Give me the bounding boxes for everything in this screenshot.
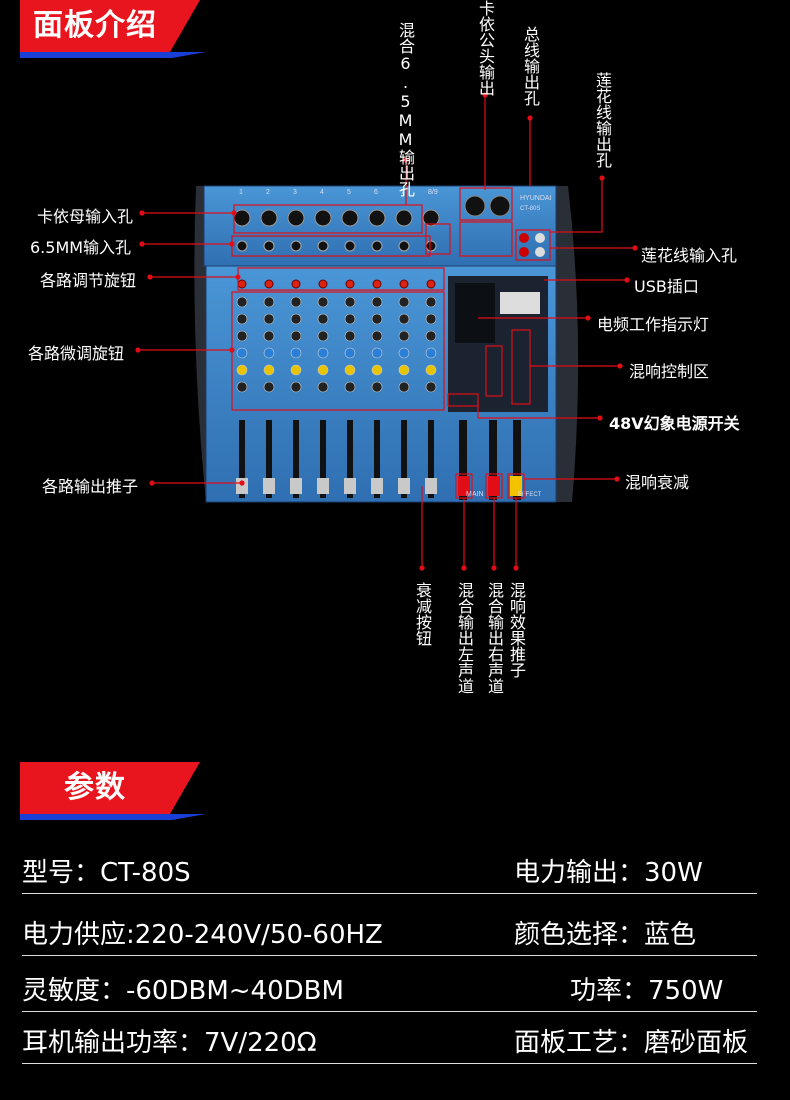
rca-out-white xyxy=(535,247,545,257)
channel-number: 1 xyxy=(239,189,243,196)
rca-out-red xyxy=(519,247,529,257)
callout-xlr-male-output: 卡依公头输出 xyxy=(476,0,495,96)
channel-number: 7 xyxy=(401,189,405,196)
rca-highlight xyxy=(515,229,551,261)
channel-number: 8/9 xyxy=(428,189,438,196)
rca-in-white xyxy=(535,233,545,243)
callout-usb: USB插口 xyxy=(634,277,699,296)
spec-power-output: 电力输出：30W xyxy=(514,858,703,888)
xlr-out-left xyxy=(464,195,486,217)
effect-fader xyxy=(510,476,522,496)
spec-power-supply: 电力供应:220-240V/50-60HZ xyxy=(22,920,383,950)
channel-number: 4 xyxy=(320,189,324,196)
banner-red-bar xyxy=(20,0,200,52)
level-meter-panel xyxy=(455,283,495,343)
xlr-input-highlight xyxy=(233,204,423,234)
callout-jack-input: 6.5MM输入孔 xyxy=(30,238,132,257)
spec-sensitivity: 灵敏度：-60DBM~40DBM xyxy=(22,976,344,1006)
channel-strip xyxy=(395,209,413,393)
channel-number: 6 xyxy=(374,189,378,196)
usb-display xyxy=(500,292,540,314)
model-text: CT-80S xyxy=(520,206,540,212)
channel-strip xyxy=(341,209,359,393)
mixer-image: HYUNDAI CT-80S MAIN EFFECT 1 2 3 4 5 6 7 8/9 xyxy=(194,185,579,503)
callout-pad-button: 衰减按钮 xyxy=(413,582,432,646)
brand-text: HYUNDAI xyxy=(520,195,552,202)
main-label: MAIN xyxy=(466,491,484,498)
callout-fine-knobs: 各路微调旋钮 xyxy=(28,344,125,363)
spec-model: 型号：CT-80S xyxy=(22,858,191,888)
callout-reverb-control: 混响控制区 xyxy=(629,362,710,381)
callout-leader-lines xyxy=(135,92,638,571)
callout-level-indicator: 电频工作指示灯 xyxy=(597,315,710,334)
params-section-title: 参数 xyxy=(64,770,126,805)
callout-effect-fader: 混响效果推子 xyxy=(507,582,526,678)
channel-strip xyxy=(314,209,332,393)
callout-xlr-input: 卡依母输入孔 xyxy=(37,207,134,226)
callout-rca-input: 莲花线输入孔 xyxy=(641,246,738,265)
xlr-out-right xyxy=(489,195,511,217)
callout-phantom-power: 48V幻象电源开关 xyxy=(609,414,740,433)
spec-wattage: 功率：750W xyxy=(570,976,724,1006)
banner-blue-bar xyxy=(20,814,206,820)
channel-strip xyxy=(287,209,305,393)
spec-panel-finish: 面板工艺：磨砂面板 xyxy=(514,1028,749,1058)
callout-main-right: 混合输出右声道 xyxy=(485,582,504,694)
callout-mix-jack-output: 混合6.5MM输出孔 xyxy=(396,22,415,197)
callout-rca-output: 莲花线输出孔 xyxy=(593,72,612,168)
channel-number: 5 xyxy=(347,189,351,196)
spec-row: 灵敏度：-60DBM~40DBM 功率：750W xyxy=(22,973,757,1012)
channel-strip xyxy=(422,209,440,393)
callout-main-left: 混合输出左声道 xyxy=(455,582,474,694)
main-right-fader xyxy=(488,476,500,496)
panel-section-title: 面板介绍 xyxy=(33,8,157,43)
channel-strips xyxy=(233,209,440,393)
reverb-highlight xyxy=(511,329,531,405)
callout-channel-faders: 各路输出推子 xyxy=(42,477,139,496)
callout-bus-output: 总线输出孔 xyxy=(521,26,540,106)
channel-strip xyxy=(233,209,251,393)
rca-in-red xyxy=(519,233,529,243)
spec-row: 耳机输出功率：7V/220Ω 面板工艺：磨砂面板 xyxy=(22,1025,757,1064)
banner-red-bar xyxy=(20,762,200,814)
channel-strip xyxy=(260,209,278,393)
channel-number: 3 xyxy=(293,189,297,196)
spec-headphone-output: 耳机输出功率：7V/220Ω xyxy=(22,1028,317,1058)
effect-label: EFFECT xyxy=(518,492,542,498)
callout-reverb-attenuation: 混响衰减 xyxy=(625,473,690,492)
channel-number: 2 xyxy=(266,189,270,196)
banner-blue-bar xyxy=(20,52,206,58)
callout-gain-knobs: 各路调节旋钮 xyxy=(40,271,137,290)
spec-color: 颜色选择：蓝色 xyxy=(514,920,697,950)
spec-row: 型号：CT-80S 电力输出：30W xyxy=(22,855,757,894)
channel-strip xyxy=(368,209,386,393)
fader-row xyxy=(236,420,437,498)
spec-row: 电力供应:220-240V/50-60HZ 颜色选择：蓝色 xyxy=(22,917,757,956)
main-left-fader xyxy=(458,476,470,496)
